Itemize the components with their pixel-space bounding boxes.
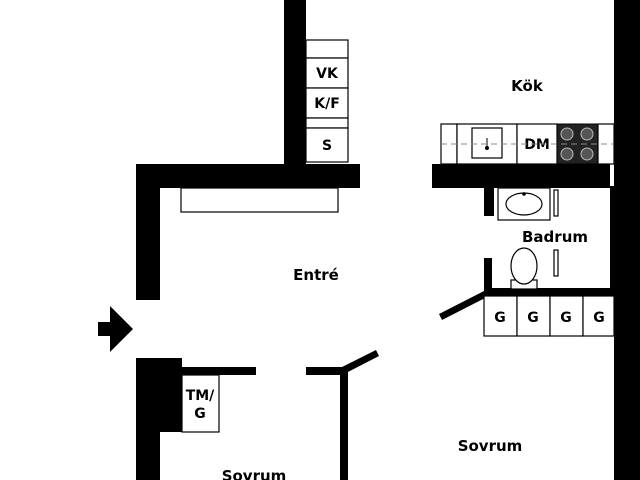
- tmg-cabinet: TM/ G: [181, 374, 220, 433]
- wall-left-upper: [136, 164, 160, 300]
- wall-horizontal-kitchen: [432, 164, 610, 188]
- washbasin-drain-icon: [522, 192, 526, 196]
- sink-drain-icon: [485, 146, 489, 150]
- bath-rail-lower: [553, 249, 559, 277]
- bathroom-fixtures: [497, 187, 559, 290]
- g-unit: [483, 295, 518, 337]
- cabinet-kf: [305, 87, 349, 119]
- burner-icon: [560, 127, 574, 141]
- wall-left-lower: [136, 358, 160, 480]
- door-leaf-bathroom[interactable]: [439, 290, 489, 320]
- label-dm: DM: [524, 137, 550, 153]
- wall-bedroom-left-top-a: [182, 367, 256, 375]
- room-label-kitchen: Kök: [511, 77, 544, 95]
- wall-bath-left: [484, 186, 494, 216]
- wall-bath-left-lower: [484, 258, 492, 292]
- entry-shelf: [180, 187, 339, 213]
- room-label-bedroom-left: Sovrum: [222, 467, 287, 480]
- burner-icon: [580, 127, 594, 141]
- kitchen-counter: DM: [440, 123, 615, 165]
- room-label-bedroom-right: Sovrum: [458, 437, 523, 455]
- room-label-entrance: Entré: [293, 266, 339, 284]
- wall-horizontal-upper-left: [136, 164, 360, 188]
- washbasin-icon: [505, 192, 543, 216]
- wall-bath-right: [610, 186, 616, 294]
- wall-bedroom-left-top-b: [306, 367, 346, 375]
- walls: [136, 0, 640, 480]
- label-vk: VK: [316, 66, 339, 82]
- room-label-bathroom: Badrum: [522, 228, 588, 246]
- cabinet-gap: [305, 117, 349, 129]
- g-unit: [549, 295, 584, 337]
- label-g: G: [593, 310, 605, 326]
- cabinet-column: VK K/F S: [305, 39, 349, 163]
- arrow-right-icon: [98, 306, 133, 352]
- g-unit: [582, 295, 615, 337]
- wall-vertical-top-center: [284, 0, 306, 188]
- label-s: S: [322, 138, 332, 154]
- label-kf: K/F: [314, 96, 340, 112]
- tmg-box: [181, 374, 220, 433]
- label-tmg-line2: G: [194, 406, 206, 422]
- g-storage-row: G G G G: [483, 295, 615, 337]
- label-g: G: [527, 310, 539, 326]
- towel-rail: [553, 189, 559, 217]
- label-tmg-line1: TM/: [186, 388, 215, 404]
- cabinet-s: [305, 127, 349, 163]
- door-leaf-bedroom-right[interactable]: [340, 350, 379, 374]
- wall-right-outer: [614, 0, 640, 480]
- label-g: G: [560, 310, 572, 326]
- cabinet-top: [305, 39, 349, 59]
- cabinet-vk: [305, 57, 349, 89]
- wall-left-lower-thick: [160, 358, 182, 432]
- g-unit: [516, 295, 551, 337]
- wall-bedrooms-divider: [340, 367, 348, 480]
- burner-icon: [580, 147, 594, 161]
- burner-icon: [560, 147, 574, 161]
- wall-bath-bottom: [484, 288, 616, 296]
- label-g: G: [494, 310, 506, 326]
- toilet-icon: [510, 247, 538, 285]
